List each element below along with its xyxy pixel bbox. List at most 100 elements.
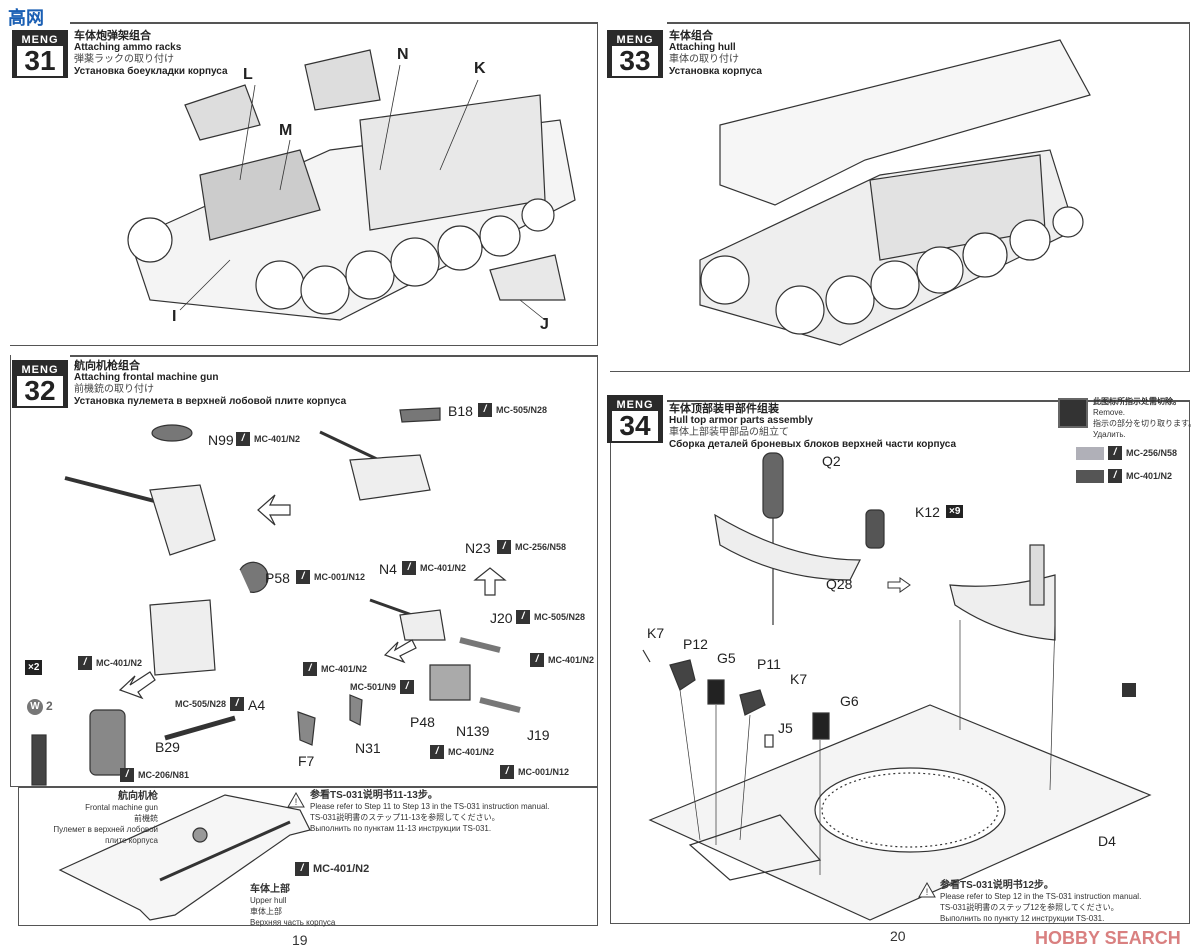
title-zh: 车体组合 (669, 30, 713, 42)
quantity-badge: ×9 (946, 505, 964, 518)
paint-brush-icon: / (400, 680, 415, 694)
part-N23: N23 (465, 540, 491, 556)
part-P48: P48 (410, 714, 435, 730)
divider (70, 355, 597, 357)
step-34-panel (610, 400, 1190, 924)
paint-callout: /MC-401/N2 (78, 656, 142, 670)
machine-gun-parts-illustration (31, 407, 521, 786)
svg-text:!: ! (295, 797, 298, 807)
part-N31: N31 (355, 740, 381, 756)
paint-callout: /MC-001/N12 (296, 570, 365, 584)
warning-icon: ! (287, 791, 305, 808)
part-P58: P58 (265, 570, 290, 586)
part-A4: A4 (248, 697, 266, 713)
paint-callout: /MC-256/N58 (497, 540, 566, 554)
step-31-panel (10, 22, 598, 346)
paint-legend-dark: /MC-401/N2 (1076, 469, 1172, 483)
svg-text:!: ! (926, 887, 929, 897)
part-B29: B29 (155, 739, 180, 755)
paint-callout: /MC-001/N12 (500, 765, 569, 779)
part-J19: J19 (527, 727, 550, 743)
title-ja: 車体の取り付け (669, 54, 739, 65)
paint-callout: /MC-401/N2 (530, 653, 594, 667)
callout-I: I (172, 308, 177, 325)
paint-callout: /MC-401/N2 (295, 862, 369, 876)
paint-brush-icon: / (230, 697, 245, 711)
paint-brush-icon: / (303, 662, 317, 676)
callout-M: M (279, 122, 293, 139)
paint-callout: /MC-505/N28 (516, 610, 585, 624)
paint-callout: /MC-401/N2 (236, 432, 300, 446)
callout-K: K (474, 60, 486, 77)
title-ru: Сборка деталей броневых блоков верхней ч… (669, 439, 957, 450)
paint-callout: /MC-401/N2 (430, 745, 494, 759)
paint-brush-icon: / (497, 540, 511, 554)
callout-N: N (397, 46, 409, 63)
remove-cut-icon (1122, 683, 1136, 697)
upper-hull-subpanel (18, 787, 598, 926)
title-en: Attaching ammo racks (74, 42, 182, 53)
color-swatch-light (1076, 446, 1104, 460)
part-J5: J5 (778, 720, 793, 736)
paint-callout: /MC-401/N2 (303, 662, 367, 676)
w-quantity: 2 (46, 699, 53, 713)
title-en: Hull top armor parts assembly (669, 415, 813, 426)
hull-ammo-rack-illustration (127, 49, 576, 321)
paint-brush-icon: / (1108, 469, 1122, 483)
instruction-note: 参看TS-031说明书12步。Please refer to Step 12 i… (940, 880, 1142, 923)
part-N99: N99 (208, 432, 234, 448)
paint-brush-icon: / (120, 768, 134, 782)
title-zh: 车体炮弹架组合 (74, 30, 151, 42)
page-number-right: 20 (890, 928, 906, 944)
color-swatch-dark (1076, 469, 1104, 483)
direction-arrow (887, 577, 911, 593)
warning-icon: ! (918, 881, 936, 898)
part-F7: F7 (298, 753, 315, 769)
w-icon: W (27, 699, 43, 715)
watermark-hobby-search: HOBBY SEARCH (1035, 928, 1181, 948)
title-en: Attaching frontal machine gun (74, 372, 219, 383)
paint-callout: /MC-206/N81 (120, 768, 189, 782)
part-K7: K7 (790, 671, 808, 687)
paint-legend-light: /MC-256/N58 (1076, 446, 1177, 460)
part-G6: G6 (840, 693, 859, 709)
divider (667, 22, 1190, 24)
paint-brush-icon: / (516, 610, 530, 624)
part-B18: B18 (448, 403, 473, 419)
hull-attachment-illustration (699, 39, 1091, 346)
title-ru: Установка корпуса (669, 66, 762, 77)
quantity-badge: ×2 (25, 660, 43, 675)
paint-brush-icon: / (295, 862, 309, 876)
title-ru: Установка боеукладки корпуса (74, 66, 228, 77)
part-J20: J20 (490, 610, 513, 626)
title-ja: 弾薬ラックの取り付け (74, 54, 174, 65)
paint-brush-icon: / (478, 403, 492, 417)
paint-brush-icon: / (296, 570, 310, 584)
part-G5: G5 (717, 650, 736, 666)
part-K12: K12 (915, 504, 940, 520)
instruction-note: 参看TS-031说明书11-13步。Please refer to Step 1… (310, 790, 550, 833)
paint-callout: MC-501/N9/ (350, 680, 415, 694)
paint-brush-icon: / (430, 745, 444, 759)
upper-hull-illustration (58, 794, 311, 921)
part-P11: P11 (757, 656, 781, 672)
paint-brush-icon: / (402, 561, 416, 575)
remove-cut-icon (1058, 398, 1088, 428)
part-D4: D4 (1098, 833, 1116, 849)
watermark-logo: 高网 (8, 8, 44, 28)
paint-brush-icon: / (1108, 446, 1122, 460)
title-ja: 前機銃の取り付け (74, 384, 154, 395)
step-32-panel (10, 355, 598, 787)
callout-L: L (243, 66, 253, 83)
remove-legend: 此图标所指示处需切除。Remove.指示の部分を切り取ります。Удалить. (1093, 397, 1197, 439)
part-P12: P12 (683, 636, 708, 652)
paint-callout: /MC-401/N2 (402, 561, 466, 575)
